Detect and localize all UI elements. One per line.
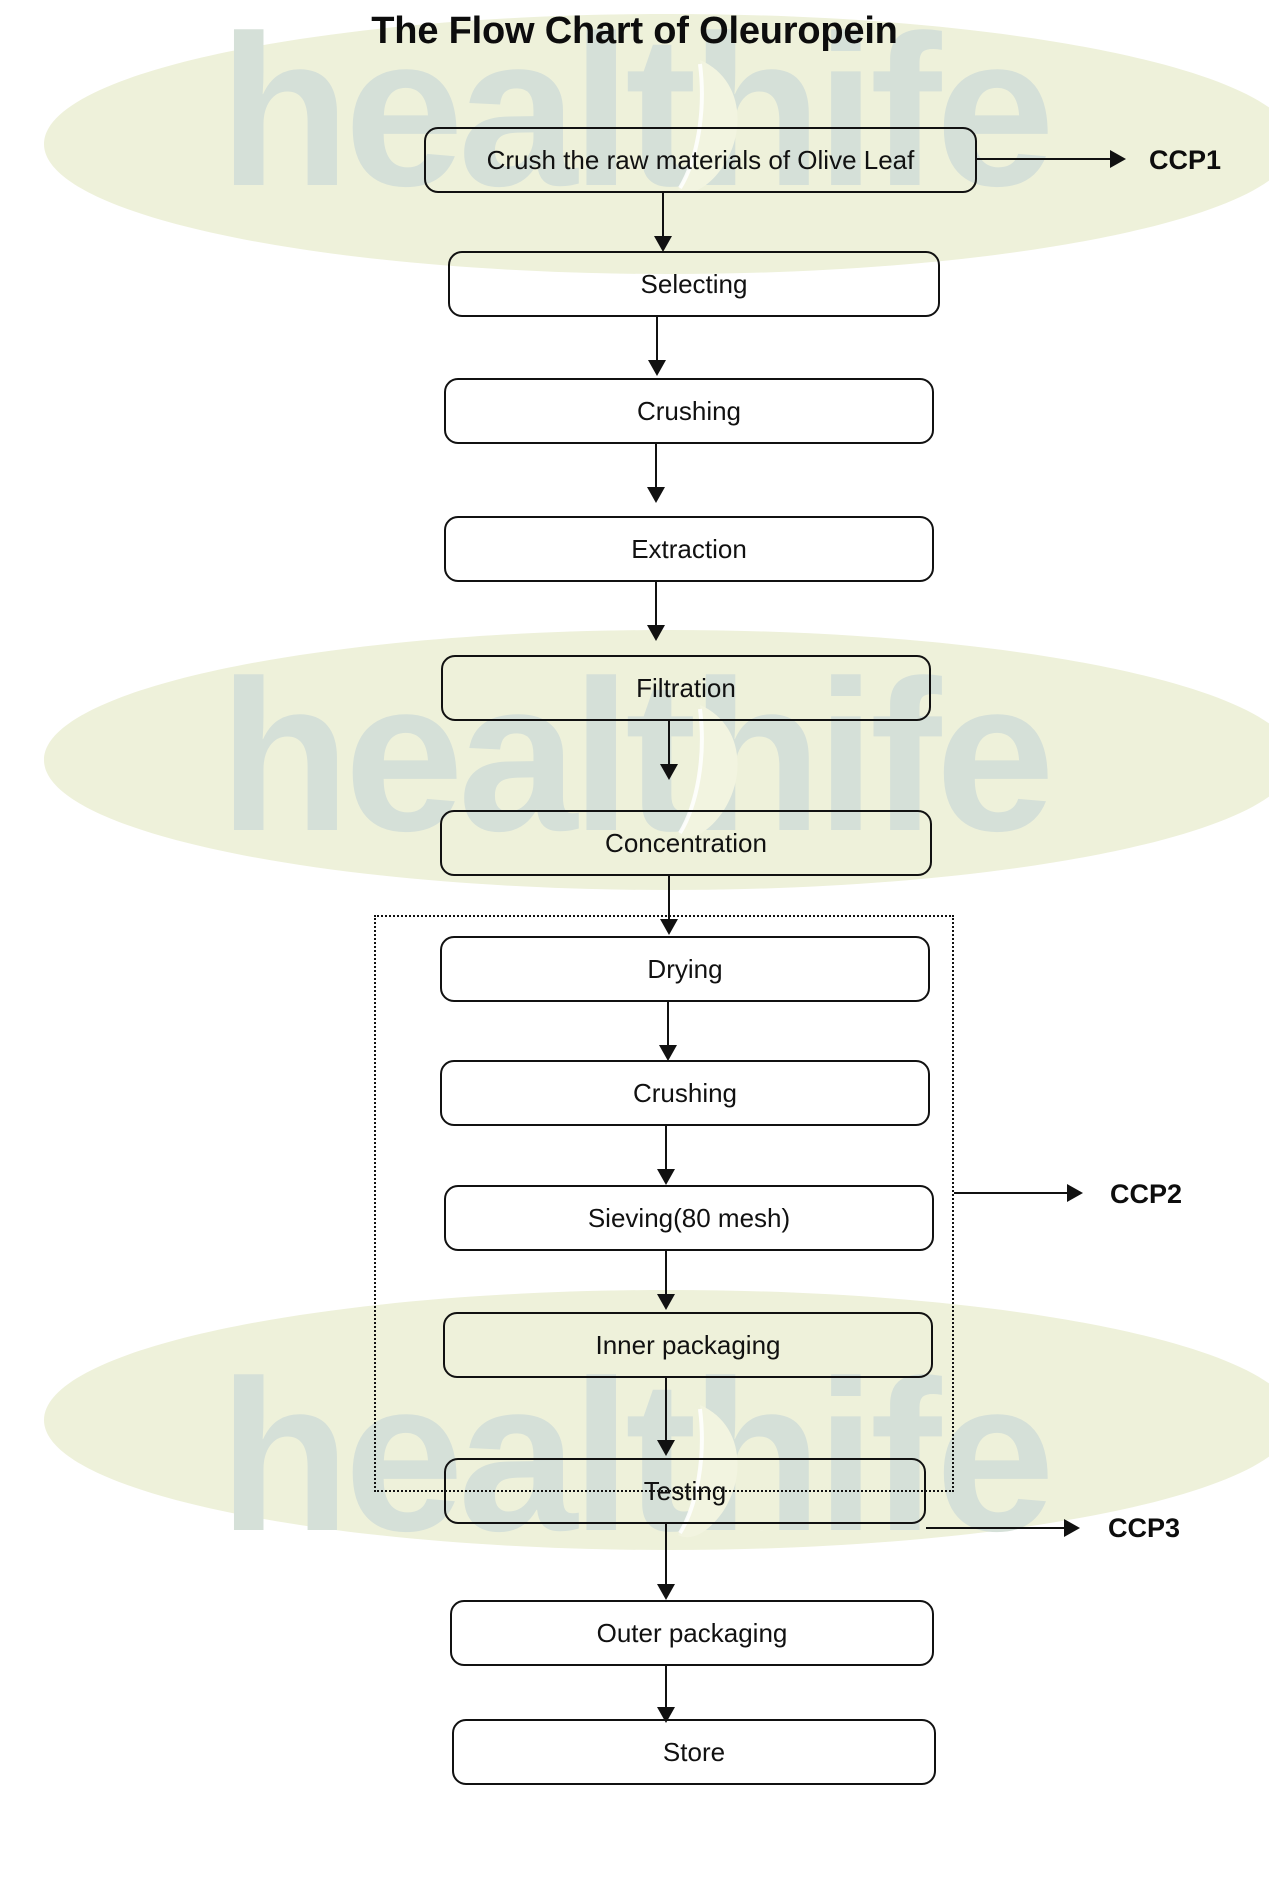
edge-group-to-ccp2 xyxy=(954,1192,1069,1195)
node-label: Filtration xyxy=(636,672,736,703)
edge-5-6 xyxy=(668,721,671,765)
edge-testing-to-ccp3 xyxy=(926,1527,1066,1530)
edge-11-12 xyxy=(665,1524,668,1585)
node-drying[interactable]: Drying xyxy=(440,936,930,1002)
edge-1-2-arrowhead xyxy=(654,236,672,252)
node-label: Crushing xyxy=(636,395,742,426)
edge-3-4 xyxy=(655,444,658,488)
edge-11-12-arrowhead xyxy=(657,1584,675,1600)
node-concentration[interactable]: Concentration xyxy=(440,810,932,876)
ccp3-label: CCP3 xyxy=(1108,1513,1181,1543)
edge-4-5 xyxy=(655,582,658,626)
node-label: Inner packaging xyxy=(595,1329,781,1360)
edge-group-to-ccp2-arrowhead xyxy=(1067,1184,1083,1202)
edge-8-9 xyxy=(665,1126,668,1170)
edge-9-10-arrowhead xyxy=(657,1294,675,1310)
node-crush-raw-materials[interactable]: Crush the raw materials of Olive Leaf xyxy=(424,127,977,193)
edge-2-3-arrowhead xyxy=(648,360,666,376)
node-label: Selecting xyxy=(640,268,748,299)
node-label: Extraction xyxy=(631,533,747,564)
edge-7-8 xyxy=(667,1002,670,1046)
node-label: Store xyxy=(662,1736,726,1767)
node-sieving[interactable]: Sieving(80 mesh) xyxy=(444,1185,934,1251)
node-testing[interactable]: Testing xyxy=(444,1458,926,1524)
edge-crush-to-ccp1 xyxy=(977,158,1112,161)
node-filtration[interactable]: Filtration xyxy=(441,655,931,721)
ccp2-label: CCP2 xyxy=(1110,1179,1183,1209)
node-selecting[interactable]: Selecting xyxy=(448,251,940,317)
edge-1-2 xyxy=(662,193,665,237)
node-label: Crush the raw materials of Olive Leaf xyxy=(486,144,915,175)
node-label: Crushing xyxy=(632,1077,738,1108)
edge-6-7-arrowhead xyxy=(660,919,678,935)
node-label: Testing xyxy=(643,1475,727,1506)
node-extraction[interactable]: Extraction xyxy=(444,516,934,582)
page-title: The Flow Chart of Oleuropein xyxy=(371,10,898,52)
edge-10-11-arrowhead xyxy=(657,1440,675,1456)
edge-12-13 xyxy=(665,1666,668,1708)
node-crushing-1[interactable]: Crushing xyxy=(444,378,934,444)
edge-8-9-arrowhead xyxy=(657,1169,675,1185)
edge-2-3 xyxy=(656,317,659,361)
node-label: Sieving(80 mesh) xyxy=(587,1202,791,1233)
node-label: Drying xyxy=(647,953,723,984)
node-crushing-2[interactable]: Crushing xyxy=(440,1060,930,1126)
edge-testing-to-ccp3-arrowhead xyxy=(1064,1519,1080,1537)
ccp1-label: CCP1 xyxy=(1149,145,1222,175)
node-outer-packaging[interactable]: Outer packaging xyxy=(450,1600,934,1666)
edge-6-7 xyxy=(668,876,671,920)
node-inner-packaging[interactable]: Inner packaging xyxy=(443,1312,933,1378)
edge-10-11 xyxy=(665,1378,668,1441)
edge-5-6-arrowhead xyxy=(660,764,678,780)
edge-3-4-arrowhead xyxy=(647,487,665,503)
node-label: Concentration xyxy=(605,827,767,858)
edge-4-5-arrowhead xyxy=(647,625,665,641)
node-store[interactable]: Store xyxy=(452,1719,936,1785)
edge-crush-to-ccp1-arrowhead xyxy=(1110,150,1126,168)
edge-9-10 xyxy=(665,1251,668,1295)
edge-7-8-arrowhead xyxy=(659,1045,677,1061)
node-label: Outer packaging xyxy=(596,1617,788,1648)
